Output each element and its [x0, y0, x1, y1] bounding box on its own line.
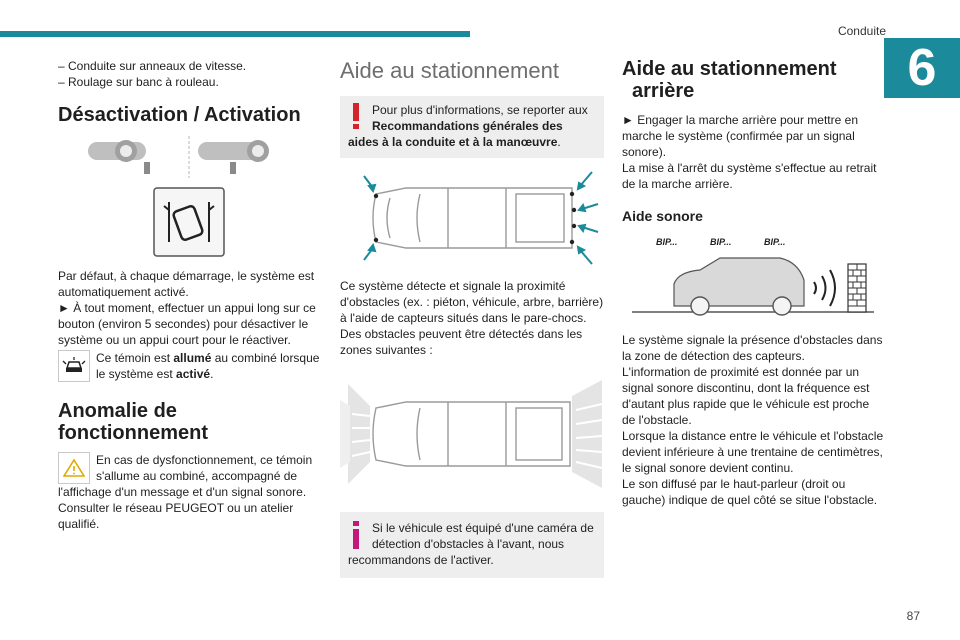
bullet-item: – Roulage sur banc à rouleau.	[58, 75, 219, 89]
note-text-bold: Recommandations générales des aides à la…	[348, 119, 563, 149]
beep-label: BIP...	[764, 237, 786, 247]
park-assist-lamp-icon	[58, 350, 90, 382]
paragraph: Lorsque la distance entre le véhicule et…	[622, 429, 884, 475]
camera-note: Si le véhicule est équipé d'une caméra d…	[340, 512, 604, 578]
page-number: 87	[906, 609, 920, 623]
heading-rear-parking-aid: Aide au stationnement arrière	[622, 58, 884, 102]
note-text: Pour plus d'informations, se reporter au…	[372, 103, 588, 117]
lamp-text: .	[210, 367, 214, 381]
fault-text: En cas de dysfonctionnement, ce témoin s…	[58, 453, 313, 531]
beep-label: BIP...	[710, 237, 732, 247]
info-icon	[348, 520, 364, 550]
detection-zones-diagram	[340, 380, 603, 488]
heading-audible-aid: Aide sonore	[622, 208, 703, 224]
paragraph: Des obstacles peuvent être détectés dans…	[340, 327, 583, 357]
column-middle: Aide au stationnement Pour plus d'inform…	[340, 58, 604, 578]
warning-triangle-icon	[58, 452, 90, 484]
heading-line: Aide au stationnement	[622, 58, 837, 80]
exclamation-icon	[348, 102, 364, 130]
chapter-number: 6	[884, 38, 960, 98]
heading-parking-aid: Aide au stationnement	[340, 58, 559, 83]
button-location-illustration	[88, 136, 269, 178]
paragraph: ► À tout moment, effectuer un appui long…	[58, 301, 316, 347]
column-right: Aide au stationnement arrière ► Engager …	[622, 58, 884, 508]
lamp-note: Ce témoin est allumé au combiné lorsque …	[58, 350, 324, 382]
park-sensor-button-icon	[153, 187, 225, 257]
beep-label: BIP...	[656, 237, 678, 247]
note-text: .	[557, 135, 561, 149]
heading-line: arrière	[632, 80, 695, 102]
paragraph: La mise à l'arrêt du système s'effectue …	[622, 161, 877, 191]
heading-fault-line: Anomalie de	[58, 400, 177, 422]
paragraph: Ce système détecte et signale la proximi…	[340, 279, 604, 325]
header-accent-bar	[0, 31, 470, 37]
heading-activation: Désactivation / Activation	[58, 104, 301, 126]
audible-signal-illustration: BIP... BIP... BIP...	[622, 234, 884, 320]
paragraph: Par défaut, à chaque démarrage, le systè…	[58, 269, 315, 299]
lamp-text: Ce témoin est	[96, 351, 174, 365]
section-title: Conduite	[837, 24, 886, 38]
note-text: Si le véhicule est équipé d'une caméra d…	[348, 521, 594, 567]
sensor-positions-diagram	[363, 171, 599, 265]
heading-fault-line: fonctionnement	[58, 422, 208, 444]
paragraph: Le système signale la présence d'obstacl…	[622, 333, 883, 363]
paragraph: L'information de proximité est donnée pa…	[622, 365, 870, 427]
paragraph: ► Engager la marche arrière pour mettre …	[622, 113, 858, 159]
lamp-text-bold: allumé	[173, 351, 212, 365]
heading-fault: Anomalie de fonctionnement	[58, 400, 324, 444]
fault-note: En cas de dysfonctionnement, ce témoin s…	[58, 452, 324, 532]
paragraph: Le son diffusé par le haut-parleur (droi…	[622, 477, 878, 507]
bullet-item: – Conduite sur anneaux de vitesse.	[58, 59, 247, 73]
lamp-text-bold: activé	[176, 367, 211, 381]
column-left: – Conduite sur anneaux de vitesse. – Rou…	[58, 58, 324, 532]
recommendation-note: Pour plus d'informations, se reporter au…	[340, 96, 604, 158]
lamp-text: au combiné lorsque le système est	[96, 351, 320, 381]
